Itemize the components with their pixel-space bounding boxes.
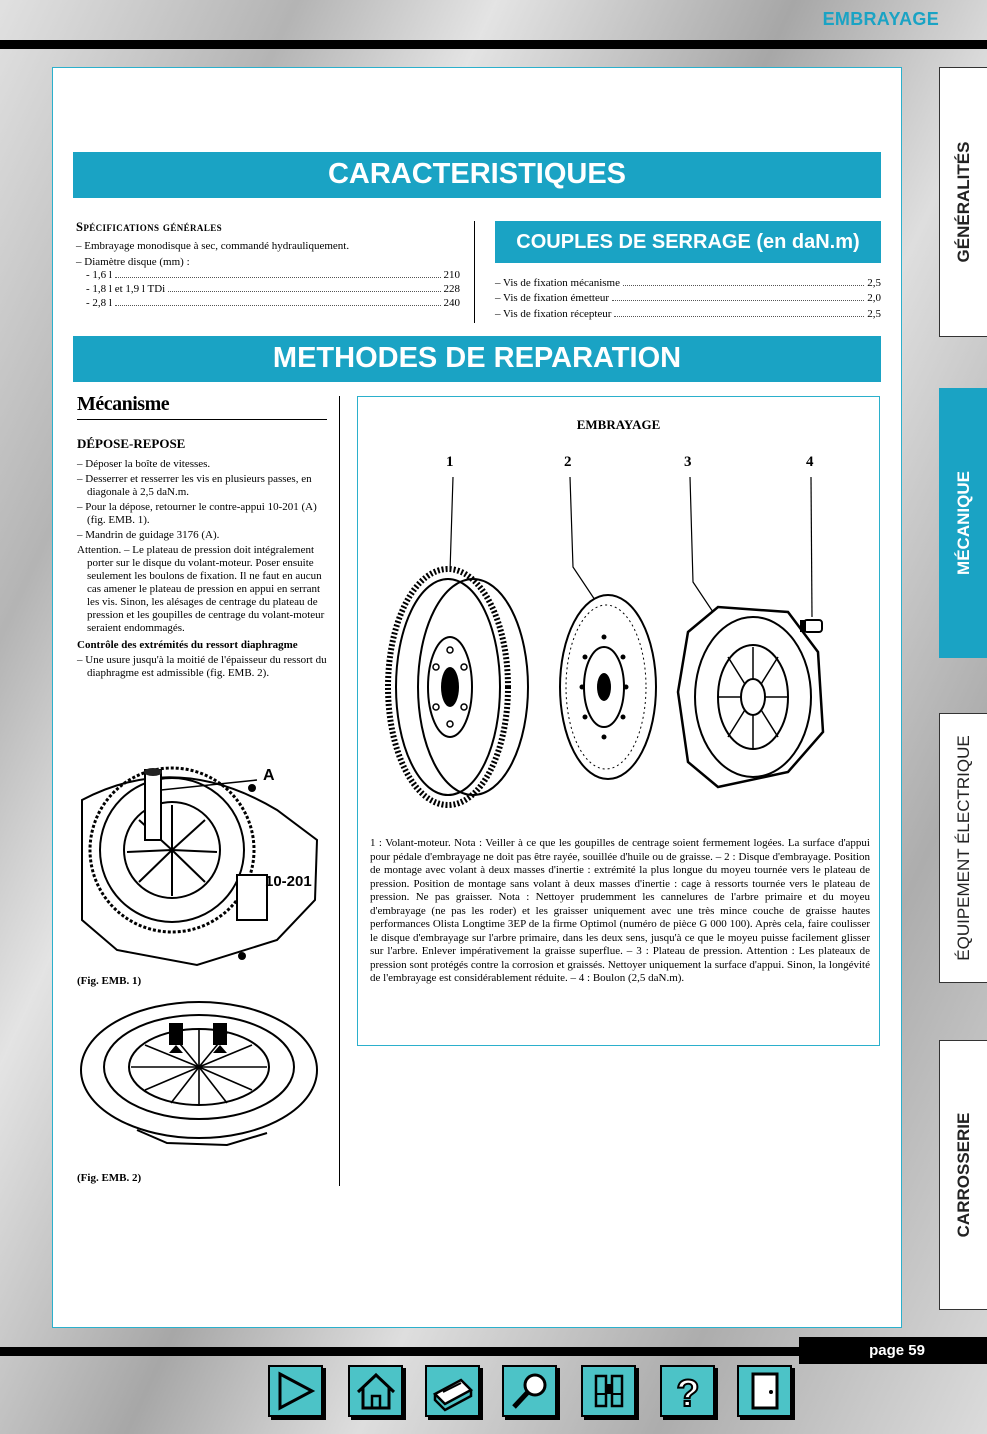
print-icon (432, 1378, 474, 1412)
control-title: Contrôle des extrémités du ressort diaph… (77, 639, 298, 651)
fig1-label-tool: 10-201 (265, 873, 312, 890)
mecanisme-heading: Mécanisme (77, 393, 170, 415)
top-divider (0, 40, 987, 49)
methodes-band: METHODES DE REPARATION (73, 336, 881, 382)
mecanisme-body: – Déposer la boîte de vitesses. – Desser… (77, 458, 327, 682)
exit-button[interactable] (737, 1365, 792, 1417)
heading-rule (77, 419, 327, 420)
step: – Déposer la boîte de vitesses. (77, 458, 211, 470)
exit-icon (751, 1372, 779, 1410)
depose-repose-heading: DÉPOSE-REPOSE (77, 436, 186, 451)
specs-title: Spécifications générales (76, 220, 223, 234)
step: – Desserrer et resserrer les vis en plus… (77, 473, 312, 498)
help-button[interactable]: ? (660, 1365, 715, 1417)
binoculars-icon (594, 1374, 624, 1408)
part-number: 3 (684, 454, 692, 470)
tab-generalites[interactable]: GÉNÉRALITÉS (939, 67, 987, 337)
page-number: page 59 (799, 1337, 987, 1364)
section-title: EMBRAYAGE (822, 9, 939, 29)
diagram-caption: 1 : Volant-moteur. Nota : Veiller à ce q… (370, 837, 870, 984)
clutch-exploded-illustration (385, 476, 825, 808)
specs-line: – Diamètre disque (mm) : (76, 256, 190, 268)
tab-carrosserie[interactable]: CARROSSERIE (939, 1040, 987, 1310)
embrayage-diagram-box: EMBRAYAGE 1 2 3 4 (357, 396, 880, 1046)
next-page-button[interactable] (268, 1365, 323, 1417)
part-number: 2 (564, 454, 572, 470)
part-number: 4 (806, 454, 814, 470)
search-button[interactable] (502, 1365, 557, 1417)
control-text: – Une usure jusqu'à la moitié de l'épais… (77, 654, 327, 679)
home-button[interactable] (348, 1365, 403, 1417)
tab-mecanique[interactable]: MÉCANIQUE (939, 388, 987, 658)
fig-emb-1-caption: (Fig. EMB. 1) (77, 975, 142, 987)
play-icon (278, 1371, 316, 1411)
fig-emb-2-caption: (Fig. EMB. 2) (77, 1172, 142, 1184)
specs-line: – Embrayage monodisque à sec, commandé h… (76, 240, 350, 252)
column-divider (339, 396, 340, 1186)
fig1-label-a: A (263, 767, 275, 784)
step: – Mandrin de guidage 3176 (A). (77, 529, 220, 541)
tab-label: CARROSSERIE (953, 1112, 973, 1238)
home-icon (356, 1372, 396, 1410)
print-button[interactable] (425, 1365, 480, 1417)
search-icon (512, 1373, 547, 1409)
fig-emb-1-illustration: A 10-201 (77, 760, 322, 970)
couples-band: COUPLES DE SERRAGE (en daN.m) (495, 221, 881, 263)
tab-label: GÉNÉRALITÉS (953, 141, 973, 263)
tab-label: ÉQUIPEMENT ÉLECTRIQUE (953, 735, 973, 961)
caracteristiques-band: CARACTERISTIQUES (73, 152, 881, 198)
help-icon: ? (675, 1372, 700, 1412)
part-number: 1 (446, 454, 454, 470)
bottom-divider (0, 1347, 987, 1356)
step: – Pour la dépose, retourner le contre-ap… (77, 501, 317, 526)
column-divider (474, 221, 475, 323)
diagram-title: EMBRAYAGE (576, 417, 661, 432)
fig-emb-2-illustration (77, 995, 322, 1160)
binoculars-button[interactable] (581, 1365, 636, 1417)
tab-equipement-electrique[interactable]: ÉQUIPEMENT ÉLECTRIQUE (939, 713, 987, 983)
attention-note: Attention. – Le plateau de pression doit… (77, 544, 325, 634)
tab-label: MÉCANIQUE (953, 471, 973, 575)
svg-text:?: ? (676, 1373, 699, 1412)
